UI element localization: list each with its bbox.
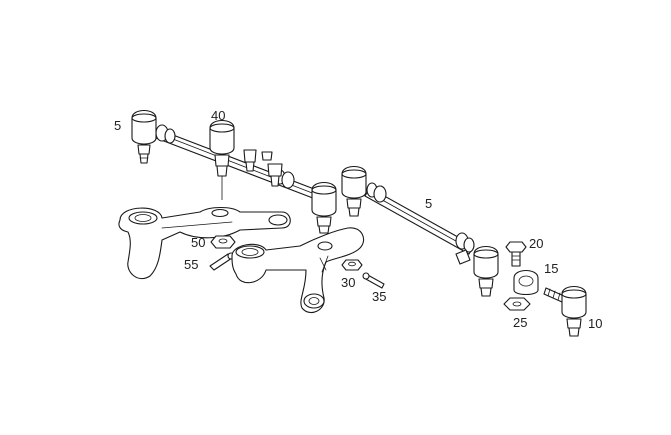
callout-25: 25 (513, 315, 527, 330)
tie-rod-end-10 (543, 285, 587, 337)
bolt-20 (505, 241, 527, 267)
center-rod-studs (243, 149, 283, 187)
callout-50: 50 (191, 235, 205, 250)
callout-40: 40 (211, 108, 225, 123)
callout-55: 55 (184, 257, 198, 272)
callout-5-right: 5 (425, 196, 432, 211)
lower-steering-arm (231, 227, 365, 313)
callout-35: 35 (372, 289, 386, 304)
nut-30 (341, 259, 363, 271)
cotter-pin-55 (209, 252, 235, 271)
right-ball-joint-outer (455, 245, 499, 297)
callout-20: 20 (529, 236, 543, 251)
upper-steering-arm (118, 206, 291, 280)
clamp-15 (513, 269, 539, 296)
callout-30: 30 (341, 275, 355, 290)
callout-5-left: 5 (114, 118, 121, 133)
idler-arm-ball-joint (209, 119, 235, 177)
left-ball-joint-outer (131, 109, 157, 164)
nut-25 (503, 297, 531, 311)
right-rod-inner-ball-joint (341, 165, 367, 217)
left-tie-rod (155, 124, 323, 201)
cotter-pin-35 (362, 272, 385, 289)
nut-50 (210, 235, 236, 249)
callout-15: 15 (544, 261, 558, 276)
right-tie-rod (364, 182, 475, 255)
left-rod-inner-ball-joint (311, 181, 337, 234)
callout-10: 10 (588, 316, 602, 331)
